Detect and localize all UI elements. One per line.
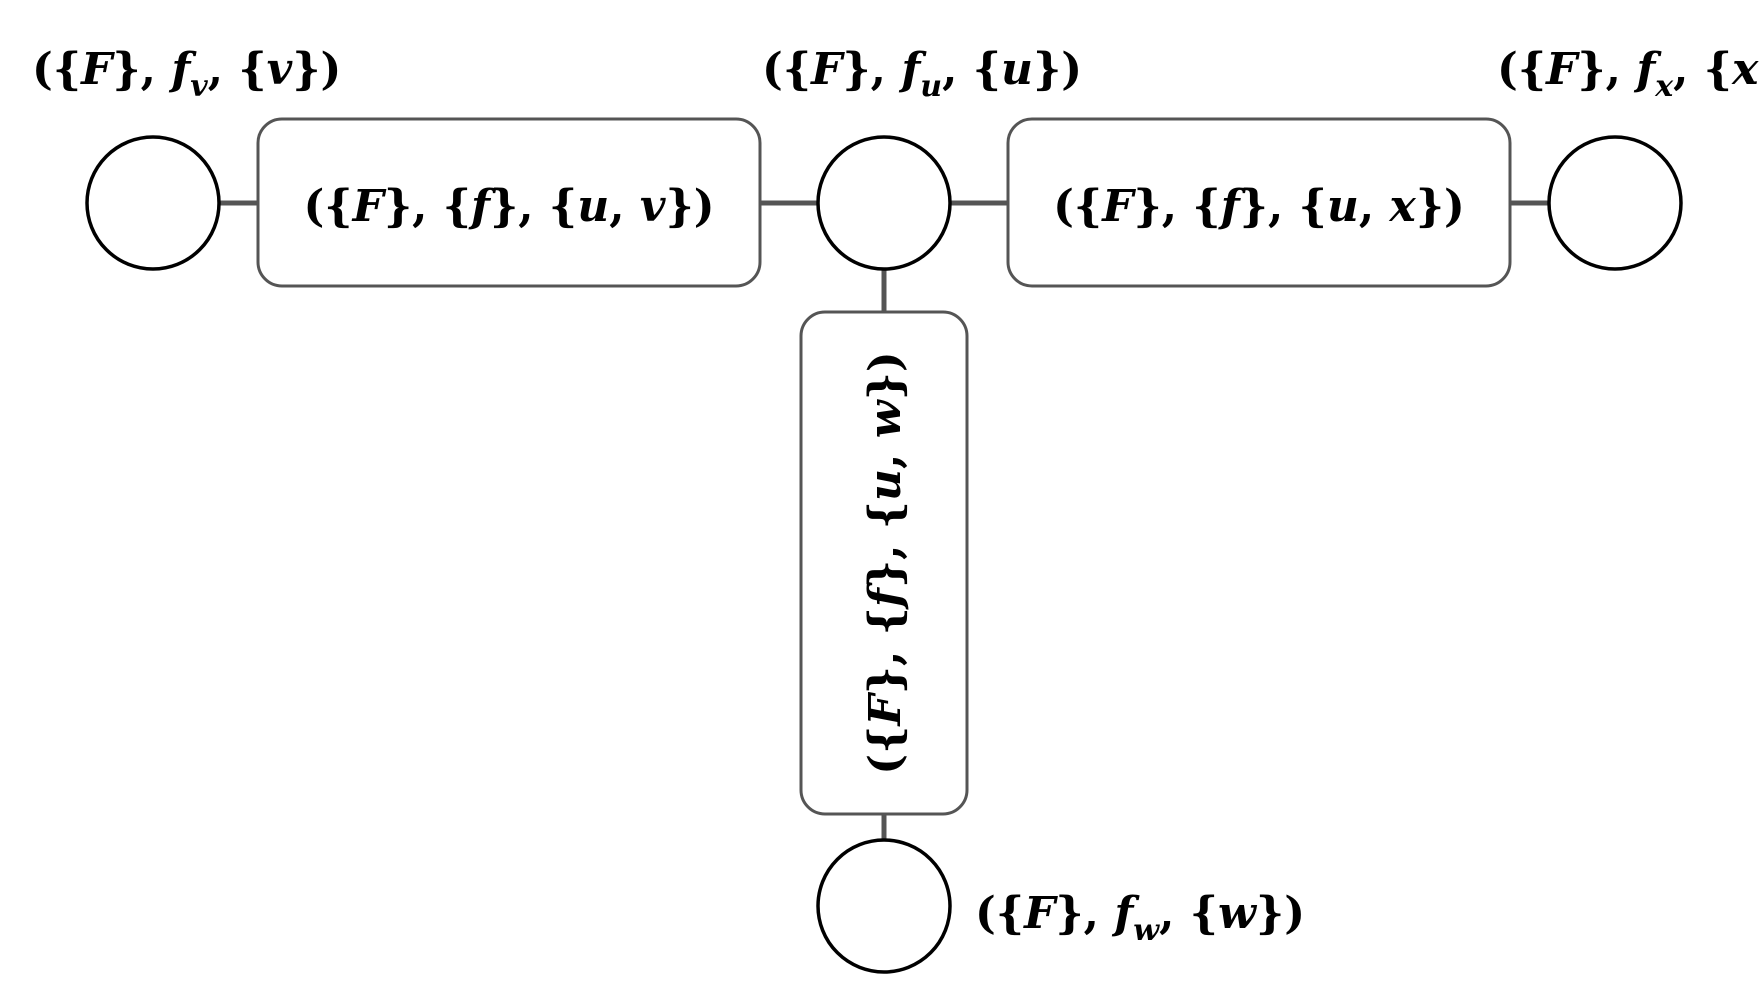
- node-label-w: ({F}, fw, {w}): [975, 888, 1305, 948]
- edge-box-uw: [799, 310, 969, 816]
- node-x: [1547, 135, 1683, 271]
- edge-box-ux: [1006, 117, 1512, 288]
- edge-label-uw: ({F}, {f}, {u, w}): [860, 351, 911, 774]
- node-label-x: ({F}, fx, {x}): [1497, 44, 1760, 104]
- edge-box-uv: [256, 117, 762, 288]
- connectors: [220, 200, 1548, 840]
- node-u: [816, 135, 952, 271]
- node-v: [85, 135, 221, 271]
- node-w: [816, 838, 952, 974]
- node-label-u: ({F}, fu, {u}): [762, 44, 1082, 104]
- node-label-v: ({F}, fv, {v}): [32, 44, 341, 104]
- edge-label-uv: ({F}, {f}, {u, v}): [303, 181, 714, 232]
- edge-label-ux: ({F}, {f}, {u, x}): [1053, 181, 1465, 232]
